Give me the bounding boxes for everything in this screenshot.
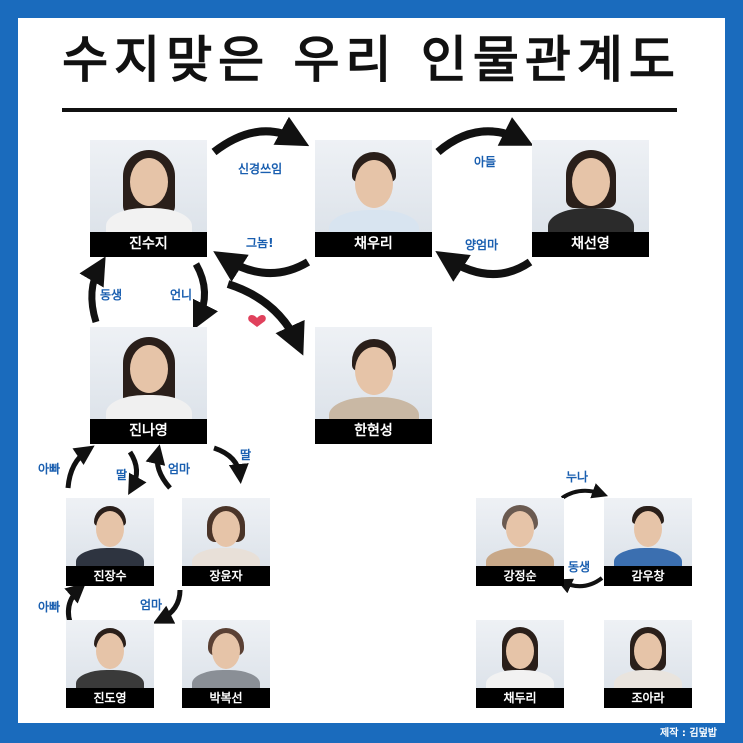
arrow-woori-to-seonyoung bbox=[435, 117, 534, 156]
portrait-image bbox=[66, 620, 154, 688]
label-eomma-nayoung: 엄마 bbox=[168, 462, 191, 476]
person-card-jinsuji[interactable]: 진수지 bbox=[90, 140, 207, 257]
portrait-image bbox=[315, 327, 432, 419]
arrow-yunja-to-doyoung bbox=[152, 589, 183, 624]
portrait-image bbox=[182, 620, 270, 688]
label-yangeomma: 양엄마 bbox=[465, 238, 499, 252]
diagram-title: 수지맞은 우리 인물관계도 bbox=[62, 31, 681, 89]
label-dongsaeng-woochang: 동생 bbox=[568, 560, 591, 574]
label-appa-nayoung: 아빠 bbox=[38, 462, 61, 476]
portrait-image bbox=[476, 620, 564, 688]
person-card-hanhyunsung[interactable]: 한현성 bbox=[315, 327, 432, 444]
name-label: 진장수 bbox=[66, 566, 154, 586]
name-label: 장윤자 bbox=[182, 566, 270, 586]
portrait-image bbox=[604, 498, 692, 566]
name-label: 채우리 bbox=[315, 232, 432, 257]
portrait-image bbox=[90, 327, 207, 419]
label-ttal-jangsoo: 딸 bbox=[116, 468, 128, 482]
name-label: 진도영 bbox=[66, 688, 154, 708]
name-label: 한현성 bbox=[315, 419, 432, 444]
portrait-image bbox=[90, 140, 207, 232]
arrow-seonyoung-to-woori bbox=[435, 251, 533, 282]
name-label: 감우창 bbox=[604, 566, 692, 586]
arrow-jangsoo-to-nayoung bbox=[65, 445, 95, 489]
label-eonni: 언니 bbox=[170, 288, 193, 302]
person-card-chaeduri[interactable]: 채두리 bbox=[476, 620, 564, 708]
portrait-image bbox=[476, 498, 564, 566]
person-card-chaewoori[interactable]: 채우리 bbox=[315, 140, 432, 257]
credit-text: 제작 : 김덮밥 bbox=[660, 728, 717, 739]
label-nuna: 누나 bbox=[566, 470, 589, 484]
arrow-woochang-to-jeongsoon bbox=[556, 576, 604, 594]
portrait-image bbox=[604, 620, 692, 688]
name-label: 진나영 bbox=[90, 419, 207, 444]
person-card-jinnayoung[interactable]: 진나영 bbox=[90, 327, 207, 444]
person-card-jangyunja[interactable]: 장윤자 bbox=[182, 498, 270, 586]
person-card-joara[interactable]: 조아라 bbox=[604, 620, 692, 708]
label-sinkyeong: 신경쓰임 bbox=[238, 162, 283, 176]
heart-icon bbox=[248, 314, 266, 327]
arrow-yunja-to-nayoung bbox=[145, 444, 172, 490]
name-label: 조아라 bbox=[604, 688, 692, 708]
arrow-suji-to-hyunsung bbox=[226, 280, 305, 356]
person-card-kangwoochang[interactable]: 감우창 bbox=[604, 498, 692, 586]
portrait-image bbox=[66, 498, 154, 566]
title-divider bbox=[62, 108, 677, 112]
arrow-suji-to-woori bbox=[211, 116, 310, 156]
portrait-image bbox=[532, 140, 649, 232]
label-ttal-yunja: 딸 bbox=[240, 448, 252, 462]
person-card-kangjeongsoon[interactable]: 강정순 bbox=[476, 498, 564, 586]
arrow-suji-to-nayoung bbox=[192, 262, 219, 331]
name-label: 박복선 bbox=[182, 688, 270, 708]
person-card-chaeseonyoung[interactable]: 채선영 bbox=[532, 140, 649, 257]
arrow-nayoung-to-jangsoo bbox=[127, 450, 147, 495]
label-eomma-doyoung: 엄마 bbox=[140, 598, 163, 612]
label-dongsaeng-suji: 동생 bbox=[100, 288, 123, 302]
person-card-parkbokseon[interactable]: 박복선 bbox=[182, 620, 270, 708]
label-appa-doyoung: 아빠 bbox=[38, 600, 61, 614]
label-adeul: 아들 bbox=[474, 155, 497, 169]
arrow-jeongsoon-to-woochang bbox=[560, 483, 609, 500]
name-label: 채두리 bbox=[476, 688, 564, 708]
person-card-jinjangsoo[interactable]: 진장수 bbox=[66, 498, 154, 586]
arrow-nayoung-to-yunja bbox=[213, 445, 249, 484]
name-label: 진수지 bbox=[90, 232, 207, 257]
portrait-image bbox=[315, 140, 432, 232]
person-card-jindoyoung[interactable]: 진도영 bbox=[66, 620, 154, 708]
arrow-nayoung-to-suji bbox=[79, 256, 106, 324]
name-label: 강정순 bbox=[476, 566, 564, 586]
label-geunom: 그놈! bbox=[246, 236, 274, 250]
portrait-image bbox=[182, 498, 270, 566]
arrow-woori-to-suji bbox=[213, 251, 311, 282]
name-label: 채선영 bbox=[532, 232, 649, 257]
